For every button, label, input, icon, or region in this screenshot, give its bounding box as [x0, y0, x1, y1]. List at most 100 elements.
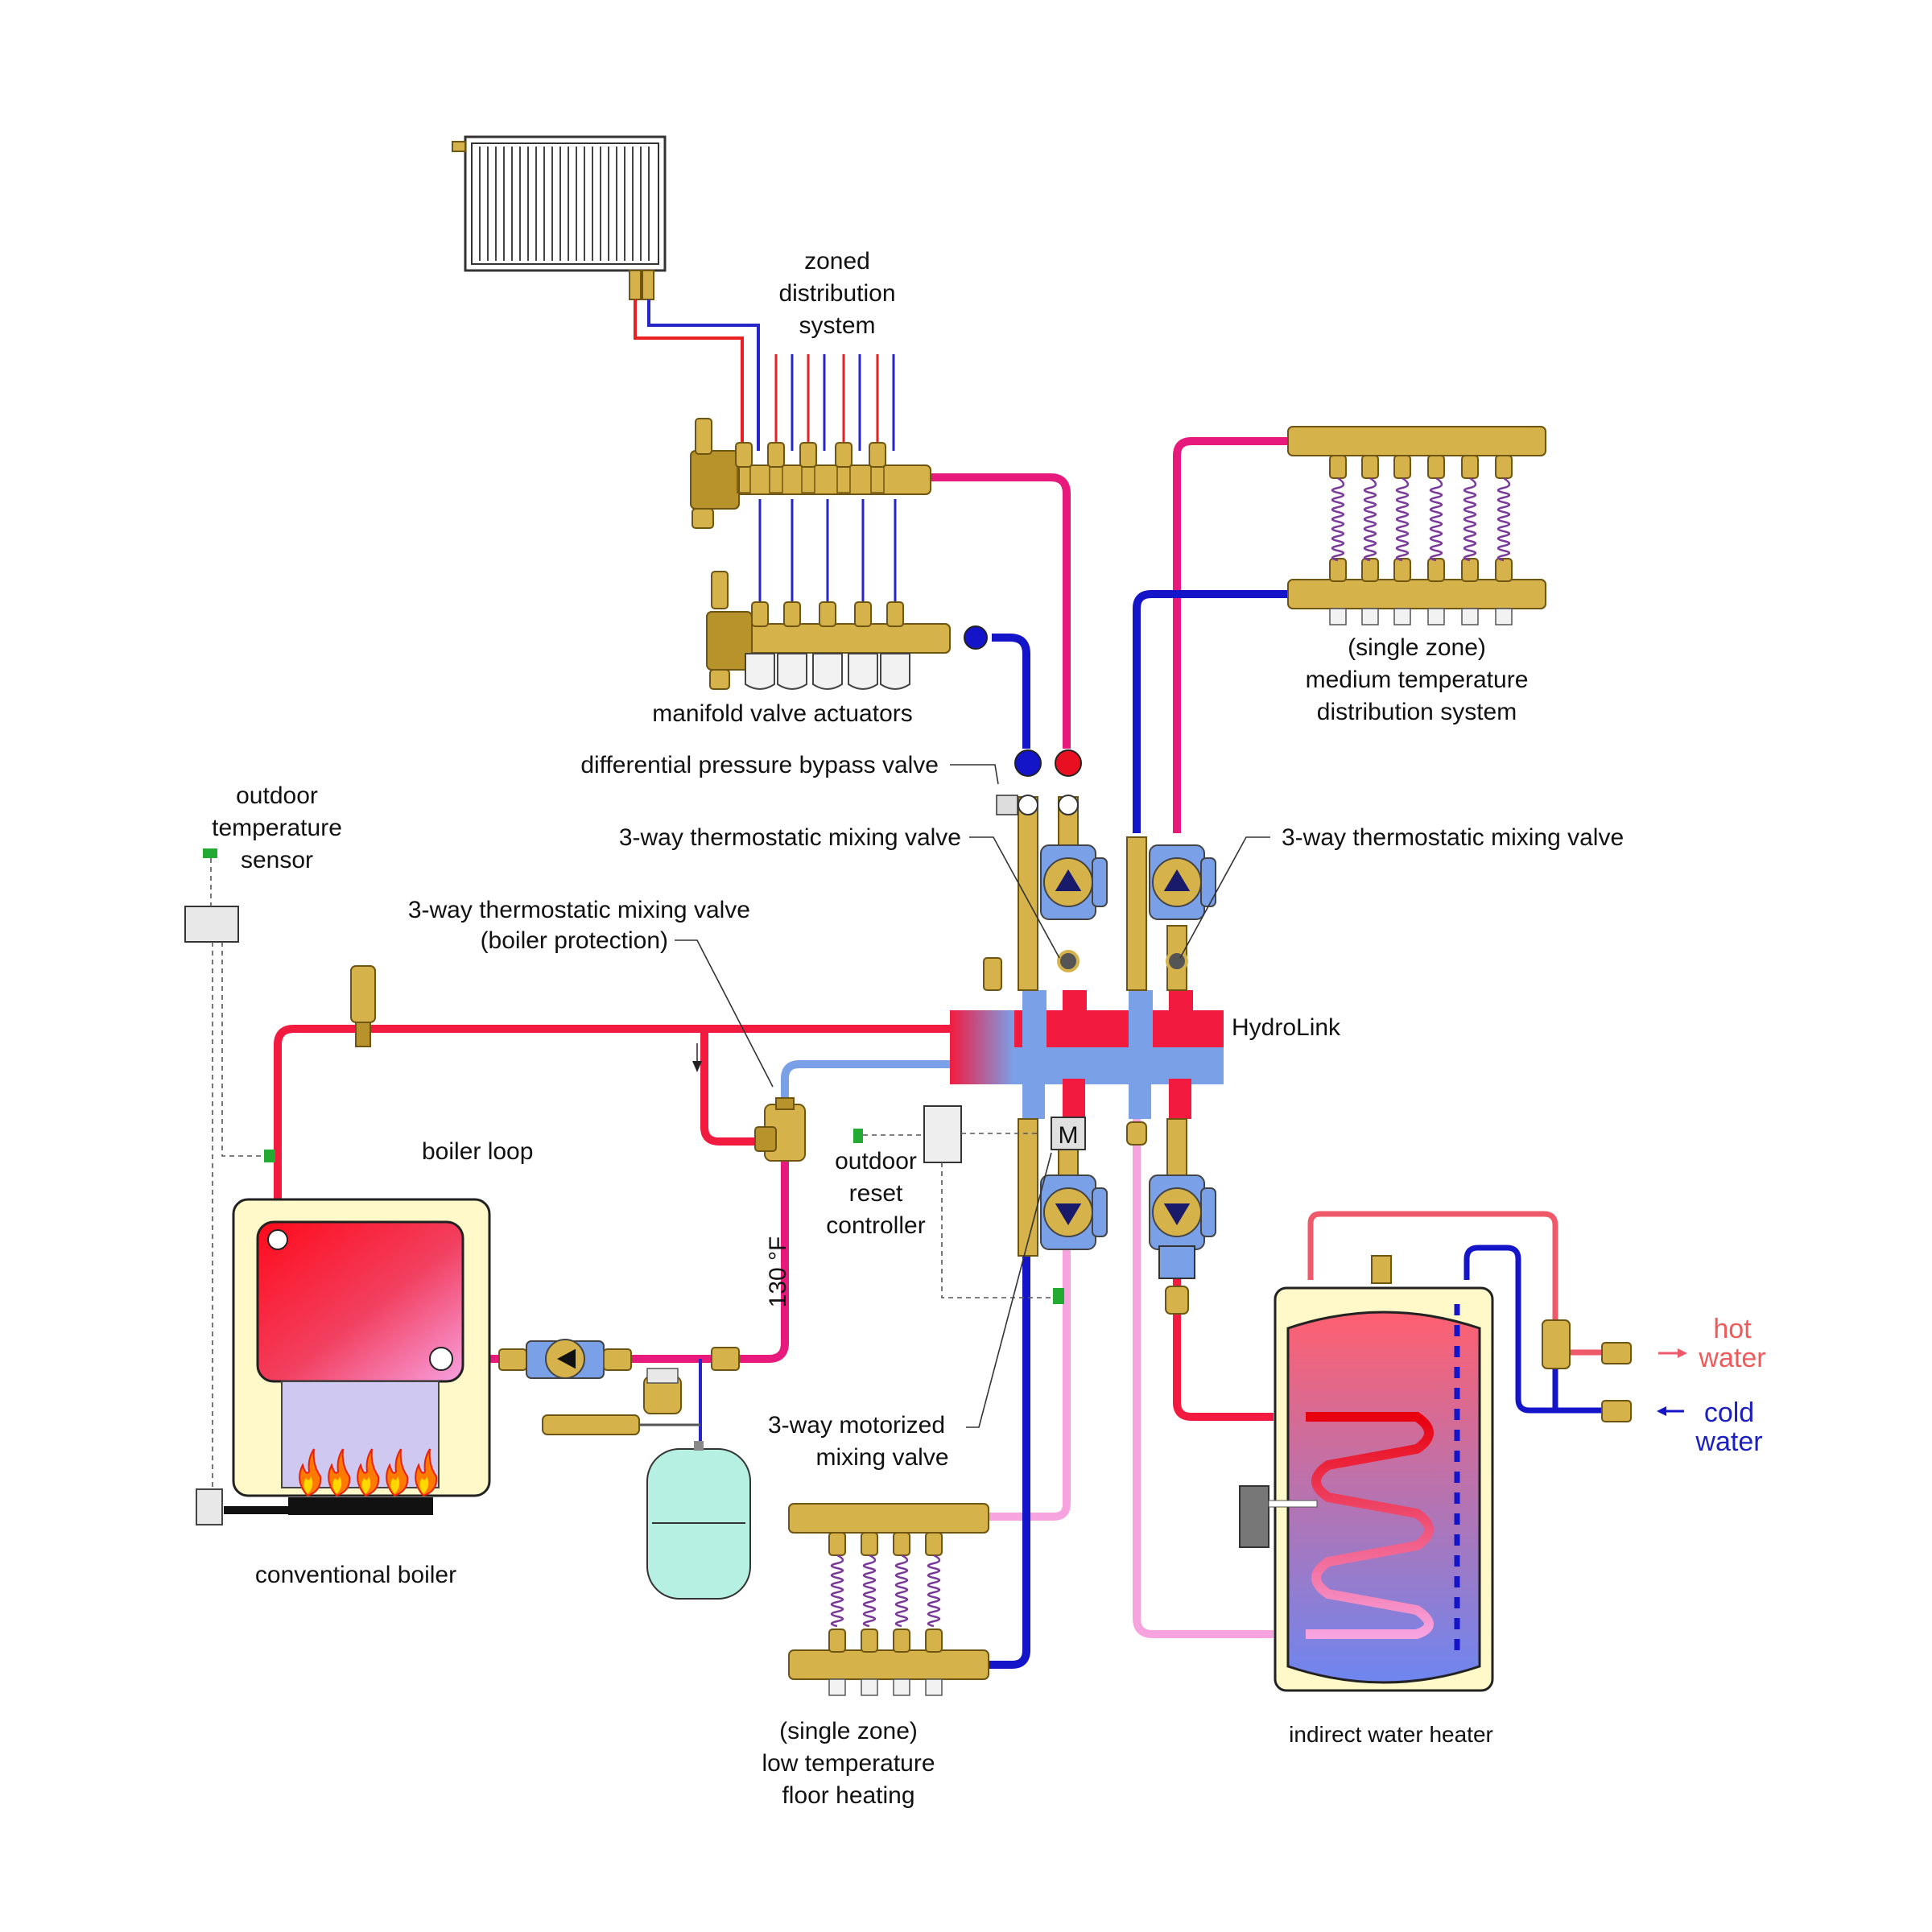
conventional-boiler-label: conventional boiler	[255, 1562, 456, 1588]
hydrolink-label: HydroLink	[1232, 1014, 1341, 1041]
dp-bypass-label: differential pressure bypass valve	[580, 752, 939, 778]
pump-icon	[1149, 1174, 1216, 1250]
mixing-valve-icon	[1057, 950, 1080, 972]
tempering-valve-icon	[1542, 1319, 1687, 1422]
actuator-icon	[848, 653, 878, 690]
brass-pipe	[1166, 1118, 1187, 1176]
motorized-valve-label: 3-way motorized mixing valve	[768, 1412, 949, 1471]
svg-text:zoned: zoned	[804, 248, 870, 275]
indirect-heater-icon	[1239, 1255, 1494, 1692]
air-vent-icon	[350, 965, 376, 1047]
svg-text:outdoor: outdoor	[236, 782, 318, 809]
reset-controller-label: outdoor reset controller	[826, 1148, 925, 1239]
manifold-icon	[690, 418, 988, 690]
low-temp-supply-pipe	[989, 1246, 1071, 1521]
zoned-label: zoned distribution system	[778, 248, 895, 339]
pump-icon	[1040, 1174, 1108, 1250]
zoned-return-pipe	[992, 634, 1030, 749]
svg-text:floor heating: floor heating	[782, 1782, 914, 1809]
svg-text:system: system	[799, 312, 875, 339]
svg-text:(boiler protection): (boiler protection)	[481, 927, 668, 954]
floor-loop	[894, 1554, 909, 1628]
hydrolink-icon	[950, 957, 1224, 1119]
ball-valve-icon[interactable]	[1055, 749, 1082, 777]
actuator-icon	[880, 653, 910, 690]
indirect-heater-label: indirect water heater	[1289, 1722, 1493, 1747]
svg-text:(single zone): (single zone)	[1348, 634, 1486, 661]
zone-tubes	[758, 354, 897, 612]
floor-loop	[1463, 477, 1477, 562]
motor-letter: M	[1059, 1122, 1079, 1149]
cold-water-label: cold water	[1695, 1397, 1762, 1457]
check-valve-icon	[1158, 1245, 1195, 1279]
bypass-valve-icon	[996, 795, 1018, 815]
boiler-bypass-pipe	[700, 1029, 765, 1146]
medium-supply-pipe	[1173, 437, 1288, 833]
radiator-icon	[452, 135, 667, 300]
pump-icon	[1040, 844, 1108, 920]
gauge-icon	[1058, 795, 1079, 815]
manifold-actuators-label: manifold valve actuators	[652, 700, 913, 727]
brass-pipe	[1126, 836, 1147, 991]
mixing-valve-icon	[1166, 950, 1188, 972]
boiler-return-cool-pipe	[781, 1060, 958, 1103]
boiler-pump-icon	[498, 1339, 740, 1379]
boiler-protection-label: 3-way thermostatic mixing valve (boiler …	[408, 897, 750, 954]
svg-text:outdoor: outdoor	[835, 1148, 917, 1174]
boiler-control-box	[196, 1488, 223, 1525]
svg-text:distribution system: distribution system	[1317, 699, 1517, 725]
dhw-hot-pipe	[1307, 1211, 1558, 1336]
svg-text:mixing valve: mixing valve	[815, 1444, 948, 1471]
boiler-supply-pipe	[274, 1025, 958, 1212]
boiler-icon	[224, 1198, 491, 1515]
low-temp-label: (single zone) low temperature floor heat…	[762, 1718, 935, 1809]
svg-text:medium temperature: medium temperature	[1306, 667, 1529, 693]
svg-text:controller: controller	[826, 1212, 925, 1239]
drain-valve-icon[interactable]	[1126, 1121, 1147, 1146]
ball-valve-icon[interactable]	[1165, 1286, 1189, 1315]
medium-return-pipe	[1133, 590, 1288, 833]
floor-loop	[830, 1554, 844, 1628]
fill-valve-icon	[542, 1368, 700, 1435]
floor-manifold-icon	[788, 1503, 989, 1696]
tmv-left-label: 3-way thermostatic mixing valve	[619, 824, 961, 851]
gauge-icon	[1018, 795, 1038, 815]
boiler-loop-label: boiler loop	[422, 1138, 533, 1165]
controller-icon	[184, 906, 962, 1163]
heat-exchanger-coil	[1306, 1412, 1434, 1639]
floor-loop	[862, 1554, 877, 1628]
pump-icon	[1149, 844, 1216, 920]
actuator-icon	[745, 653, 775, 690]
svg-text:cold: cold	[1704, 1397, 1754, 1428]
svg-text:3-way thermostatic mixing valv: 3-way thermostatic mixing valve	[408, 897, 750, 923]
low-temp-return-pipe	[989, 1246, 1030, 1669]
floor-loop	[1331, 477, 1345, 562]
zoned-supply-pipe	[926, 473, 1071, 749]
motor-icon	[1051, 1117, 1086, 1150]
boiler-return-pipe	[441, 1159, 789, 1363]
dhw-return-pipe	[1133, 1119, 1274, 1638]
actuator-heads	[745, 653, 910, 690]
hot-water-label: hot water	[1698, 1314, 1765, 1373]
svg-text:3-way motorized: 3-way motorized	[768, 1412, 945, 1439]
dhw-cold-pipe	[1463, 1245, 1618, 1414]
floor-loop	[1395, 477, 1410, 562]
expansion-tank-icon	[646, 1441, 751, 1600]
outdoor-sensor-label: outdoor temperature sensor	[212, 782, 342, 873]
medium-temp-label: (single zone) medium temperature distrib…	[1306, 634, 1529, 725]
tmv-right-label: 3-way thermostatic mixing valve	[1282, 824, 1624, 851]
svg-text:reset: reset	[849, 1180, 903, 1207]
svg-text:temperature: temperature	[212, 815, 342, 841]
radiator-return-pipe	[647, 299, 760, 451]
svg-text:sensor: sensor	[241, 847, 313, 873]
brass-pipe	[1018, 796, 1038, 991]
boiler-protection-valve-icon	[754, 1097, 806, 1162]
dhw-supply-pipe	[1173, 1119, 1274, 1421]
actuator-icon	[812, 653, 843, 690]
ball-valve-icon[interactable]	[1014, 749, 1042, 777]
svg-text:(single zone): (single zone)	[779, 1718, 918, 1744]
svg-text:water: water	[1698, 1343, 1765, 1373]
actuator-icon	[777, 653, 807, 690]
flame-icon	[299, 1448, 438, 1497]
